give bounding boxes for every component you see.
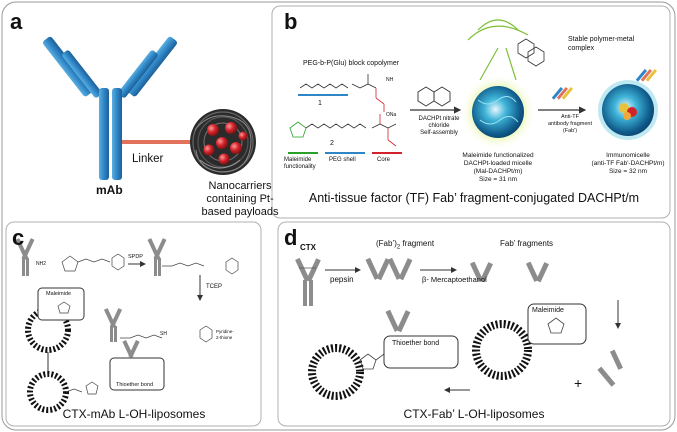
polymer-1-structure: [299, 74, 385, 112]
panel-c-maleimide-ring: [57, 301, 71, 314]
legend-peg-bar: [325, 152, 365, 154]
panel-d-pepsin: pepsin: [330, 275, 354, 284]
panel-c-letter: c: [12, 225, 25, 250]
legend-maleimide-bar: [288, 152, 318, 154]
panel-c-tcep: TCEP: [206, 284, 223, 290]
legend-peg: PEG shell: [329, 157, 356, 163]
mab-label: mAb: [96, 183, 123, 197]
dachpt-2: chloride: [428, 123, 450, 129]
stable-complex-2: complex: [568, 45, 595, 52]
micelle-label-1: Maleimide functionalized: [462, 152, 534, 159]
panel-d-ctx-antibody: [295, 257, 321, 306]
copolymer-title: PEG-b-P(Glu) block copolymer: [303, 60, 400, 67]
panel-c-pyridine-2: 2-thione: [216, 335, 233, 340]
antitf-2: antibody fragment: [547, 121, 593, 127]
panel-a-letter: a: [10, 9, 23, 34]
panel-d-thioether-box: [383, 335, 459, 369]
panel-d-final-antibody: [385, 309, 411, 333]
dachpt-3: Self-assembly: [420, 130, 458, 136]
panel-d-succinimide-ring: [359, 353, 385, 370]
antitf-3: (Fab'): [562, 128, 578, 134]
nanocarrier-label-3: based payloads: [201, 206, 279, 218]
panel-c-caption: CTX-mAb L-OH-liposomes: [62, 407, 206, 421]
immuno-label-1: Immunomicelle: [606, 152, 650, 159]
micelle-label-4: Size = 31 nm: [478, 176, 518, 183]
panel-c-thiol-chain: [120, 325, 213, 343]
stable-complex-structure: [467, 19, 529, 81]
step-1: 1: [318, 100, 322, 107]
panel-d-maleimide-box: [527, 303, 587, 345]
panel-c-liposome-final: [27, 371, 69, 413]
nanocarrier-label-1: Nanocarriers: [208, 180, 272, 192]
panel-c-spdp: SPDP: [128, 254, 143, 260]
panel-c-sh: SH: [160, 331, 167, 337]
mal-dachpt-micelle: [460, 74, 536, 150]
immunomicelle-fab-icon: [635, 68, 658, 82]
panel-b-letter: b: [284, 9, 298, 34]
ona-label: ONa: [386, 112, 397, 118]
micelle-label-2: DACHPt-loaded micelle: [463, 160, 533, 167]
panel-d-letter: d: [284, 225, 298, 250]
panel-a-antibody: [43, 36, 177, 180]
dachpt-1: DACHPt nitrate: [418, 116, 460, 122]
panel-d-frame: [277, 221, 671, 427]
micelle-label-3: (Mal-DACHPt/m): [473, 168, 523, 175]
panel-d-thioether: Thioether bond: [392, 340, 440, 347]
dachpt-structure: [417, 86, 451, 107]
panel-d-maleimide-ring: [547, 317, 565, 334]
panel-c-antibody-2: [147, 238, 167, 276]
pt-complex-rings: [517, 38, 545, 67]
panel-c-nh2: NH2: [36, 261, 47, 267]
immuno-label-2: (anti-TF Fab'-DACHPt/m): [591, 160, 665, 167]
panel-d-fab-fragments: Fab’ fragments: [500, 239, 554, 248]
panel-b-caption: Anti-tissue factor (TF) Fab’ fragment-co…: [308, 191, 640, 205]
panel-d-ctx: CTX: [300, 243, 316, 252]
legend-core: Core: [377, 157, 391, 163]
panel-d-liposome-maleimide: [472, 320, 532, 380]
panel-d-fab2-fragment: [365, 257, 413, 281]
panel-c-thioether: Thioether bond: [116, 382, 153, 388]
nanocarrier-ball: [190, 109, 256, 175]
panel-c-frame: [5, 221, 262, 427]
panel-c-spdp-structure: [61, 253, 125, 272]
immunomicelle: [598, 80, 658, 140]
legend-maleimide-2: functionality: [284, 164, 316, 170]
panel-d-fab2-label: (Fab’)2 fragment: [376, 239, 435, 251]
panel-c-thioether-box: [109, 357, 165, 391]
nh-label: NH: [386, 77, 394, 83]
panel-d-plus: +: [574, 375, 583, 391]
panel-d-fab-fragments: [469, 261, 549, 283]
panel-c-antibody-3: [103, 308, 123, 342]
panel-c-maleimide: Maleimide: [46, 291, 72, 297]
panel-d-caption: CTX-Fab’ L-OH-liposomes: [403, 407, 545, 421]
polymer-1-peg-bar: [298, 94, 348, 96]
panel-c-spdp-linker: [162, 257, 239, 275]
panel-d-liposome-final: [308, 344, 364, 400]
panel-d-mercapto: β- Mercaptoethanol: [422, 275, 487, 284]
legend-core-bar: [372, 152, 402, 154]
panel-b-frame: [271, 5, 671, 219]
nanocarrier-label-2: containing Pt-: [206, 193, 274, 205]
panel-d-maleimide: Maleimide: [532, 307, 564, 314]
immuno-label-3: Size = 32 nm: [608, 168, 648, 175]
polymer-2-structure: [289, 114, 397, 147]
linker-label: Linker: [132, 153, 164, 165]
legend-maleimide-1: Maleimide: [284, 157, 312, 163]
stable-complex-1: Stable polymer-metal: [568, 36, 635, 43]
antitf-1: Anti-TF: [560, 114, 580, 120]
panel-c-pyridine-1: Pyridine-: [216, 329, 234, 334]
panel-c-antibody-1: [15, 238, 35, 276]
fab-fragment-icon: [551, 86, 574, 100]
panel-d-fab-single: [597, 349, 623, 387]
step-2: 2: [330, 140, 334, 147]
panel-c-final-linker: [65, 381, 99, 395]
panel-c-antibody-final: [122, 339, 140, 359]
